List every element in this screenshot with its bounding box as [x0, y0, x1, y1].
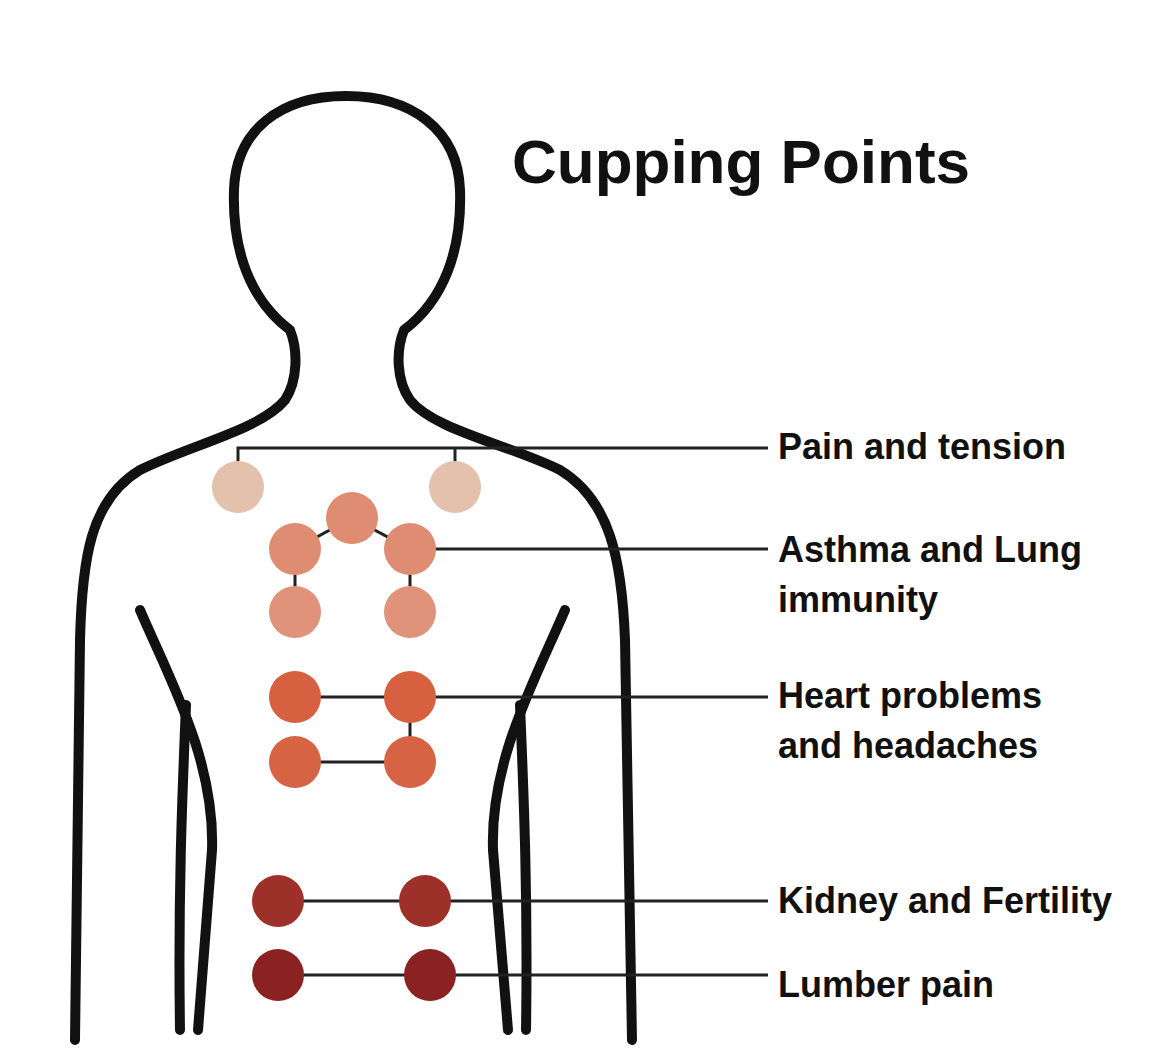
point-label: Lumber pain	[778, 960, 994, 1010]
cupping-dot	[404, 949, 456, 1001]
right-arm-line	[493, 610, 565, 1030]
cupping-dot	[252, 949, 304, 1001]
body-outline	[75, 96, 632, 1040]
cupping-dot	[326, 492, 378, 544]
leader-line	[238, 448, 768, 462]
cupping-dot	[384, 586, 436, 638]
cupping-dot	[384, 523, 436, 575]
diagram-title: Cupping Points	[512, 127, 970, 197]
cupping-dot	[384, 736, 436, 788]
point-label: Kidney and Fertility	[778, 876, 1112, 926]
point-label: Heart problems and headaches	[778, 671, 1103, 771]
left-arm-line	[140, 610, 212, 1030]
point-label: Asthma and Lung immunity	[778, 525, 1090, 625]
leader-line	[278, 974, 768, 977]
leader-line	[295, 697, 768, 762]
leader-line	[278, 900, 768, 903]
cupping-dot	[429, 461, 481, 513]
cupping-dot	[269, 736, 321, 788]
cupping-dot	[212, 461, 264, 513]
cupping-dot	[252, 875, 304, 927]
right-torso-line	[520, 705, 527, 1030]
left-torso-line	[179, 705, 186, 1030]
point-label: Pain and tension	[778, 422, 1066, 472]
cupping-dot	[269, 523, 321, 575]
cupping-dot	[269, 671, 321, 723]
cupping-dot	[269, 586, 321, 638]
cupping-dot	[384, 671, 436, 723]
cupping-dot	[399, 875, 451, 927]
